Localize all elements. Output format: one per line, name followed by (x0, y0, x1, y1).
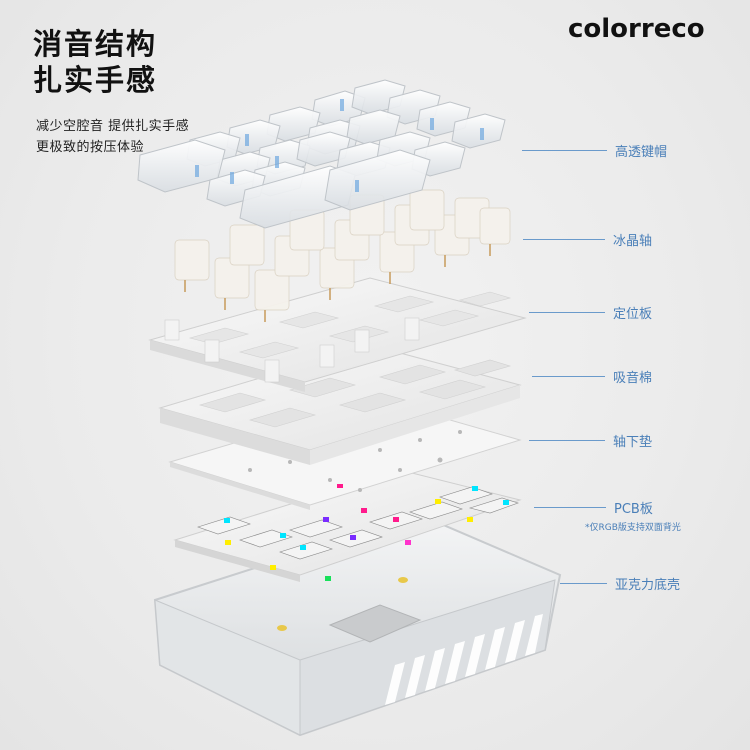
label-text: 轴下垫 (613, 435, 653, 450)
label-keycaps: 高透键帽 (522, 141, 667, 160)
switches-layer (174, 189, 511, 322)
plate-layer (148, 277, 527, 392)
leader-line (529, 440, 605, 441)
headline: 消音结构 扎实手感 (33, 26, 157, 98)
subtext-line2: 更极致的按压体验 (36, 140, 145, 155)
leader-line (532, 376, 605, 377)
leader-line (534, 507, 606, 508)
label-pcb: PCB板 (534, 498, 653, 517)
label-foam: 吸音棉 (532, 367, 652, 386)
label-text: 定位板 (613, 307, 653, 322)
label-text: 吸音棉 (613, 371, 653, 386)
label-plate: 定位板 (529, 303, 652, 322)
pcb-note: *仅RGB版支持双面背光 (585, 523, 681, 533)
leader-line (522, 150, 607, 151)
foam-layer (158, 344, 522, 465)
brand-logo: colorreco (568, 14, 705, 44)
label-text: 亚克力底壳 (615, 578, 681, 593)
label-text: 高透键帽 (615, 145, 668, 160)
subtext-line1: 减少空腔音 提供扎实手感 (36, 119, 190, 134)
leader-line (523, 239, 605, 240)
label-switch-pad: 轴下垫 (529, 431, 652, 450)
leader-line (529, 312, 605, 313)
keycaps-layer (137, 79, 506, 229)
label-text: 冰晶轴 (613, 234, 653, 249)
label-text: PCB板 (614, 502, 653, 517)
leader-line (560, 583, 607, 584)
pcb-layer (173, 469, 522, 582)
label-case: 亚克力底壳 (560, 574, 680, 593)
headline-line1: 消音结构 (33, 27, 158, 61)
label-switches: 冰晶轴 (523, 230, 652, 249)
subtext: 减少空腔音 提供扎实手感 更极致的按压体验 (36, 116, 189, 158)
headline-line2: 扎实手感 (33, 63, 158, 97)
